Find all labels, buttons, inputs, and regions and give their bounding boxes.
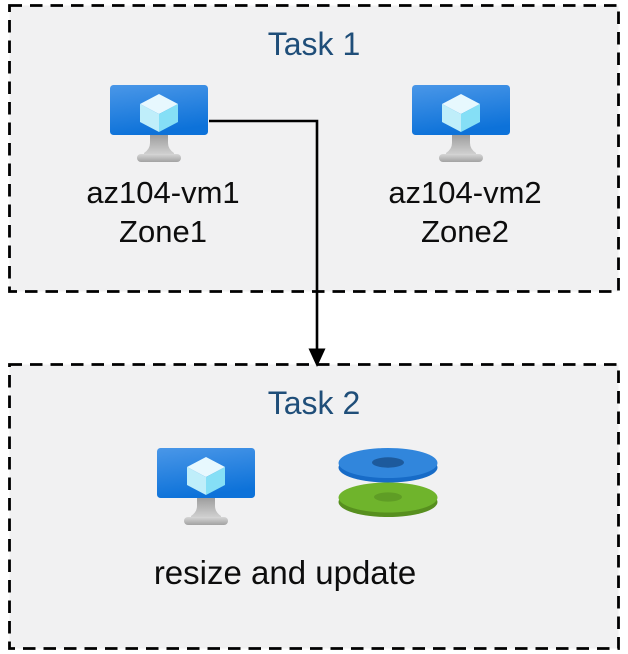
vm2-label: az104-vm2 Zone2 bbox=[345, 173, 585, 251]
vm1-name: az104-vm1 bbox=[86, 175, 240, 210]
task2-azure-disks-icon bbox=[338, 448, 438, 518]
vm2-name: az104-vm2 bbox=[388, 175, 542, 210]
vm1-azure-vm-icon bbox=[110, 85, 208, 165]
task2-azure-vm-icon bbox=[157, 448, 255, 528]
task1-title: Task 1 bbox=[267, 26, 361, 62]
vm1-label: az104-vm1 Zone1 bbox=[43, 173, 283, 251]
connector-arrowhead-icon bbox=[308, 348, 326, 367]
task1-box bbox=[8, 4, 620, 293]
task2-box bbox=[8, 363, 620, 650]
connector-line bbox=[209, 119, 319, 350]
task2-caption: resize and update bbox=[153, 554, 417, 591]
vm1-zone: Zone1 bbox=[119, 214, 207, 249]
task2-title: Task 2 bbox=[267, 385, 361, 421]
vm2-zone: Zone2 bbox=[421, 214, 509, 249]
vm2-azure-vm-icon bbox=[412, 85, 510, 165]
